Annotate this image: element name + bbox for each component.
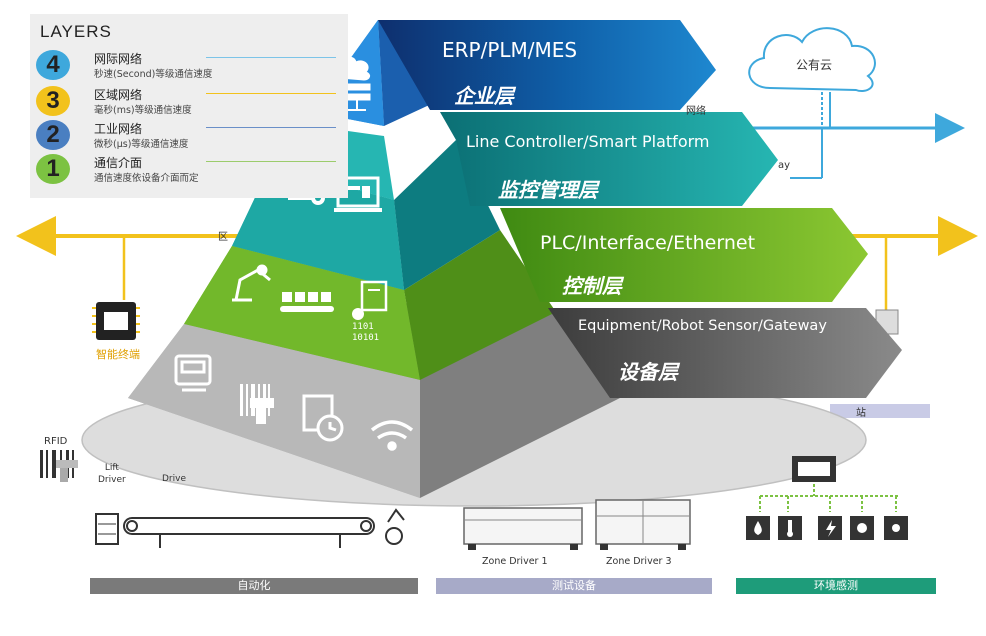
legend-number-badge: 4 xyxy=(36,50,70,80)
lift-driver-label: Lift Driver xyxy=(98,463,126,485)
clock-document-icon xyxy=(302,394,344,442)
rfid-label: RFID xyxy=(44,436,68,447)
conveyor-belt-icon xyxy=(95,508,405,548)
zone-driver-3-icon xyxy=(595,499,691,550)
legend-number-badge: 2 xyxy=(36,120,70,150)
legend-item-line xyxy=(206,127,336,128)
legend-item-name: 通信介面 xyxy=(94,156,143,170)
rfid-scanner-icon xyxy=(40,450,78,482)
legend-item: 3 区域网络毫秒(ms)等级通信速度 xyxy=(36,84,336,120)
binary-text: 1101 10101 xyxy=(352,322,380,343)
layers-legend xyxy=(30,14,348,198)
banner-equipment xyxy=(548,308,902,398)
layer-1-title: Equipment/Robot Sensor/Gateway xyxy=(578,318,827,334)
banner-control xyxy=(500,208,868,302)
legend-item: 1 通信介面通信速度依设备介面而定 xyxy=(36,152,336,188)
legend-title: LAYERS xyxy=(40,22,112,41)
legend-item-name: 区域网络 xyxy=(94,88,143,102)
pyramid-equipment-face xyxy=(128,324,420,498)
binary-document-icon xyxy=(352,280,388,320)
conveyor-icon xyxy=(280,292,334,312)
legend-item-line xyxy=(206,161,336,162)
station-bar xyxy=(830,404,930,418)
banner-enterprise xyxy=(378,20,716,110)
partial-network-label: 网络 xyxy=(686,106,706,117)
environment-sensing-bar: 环境感测 xyxy=(736,578,936,594)
legend-item-desc: 微秒(μs)等级通信速度 xyxy=(94,139,189,150)
legend-item-line xyxy=(206,57,336,58)
smart-terminal-label: 智能终端 xyxy=(96,348,140,361)
partial-region-label: 区 xyxy=(218,232,228,243)
legend-number-badge: 1 xyxy=(36,154,70,184)
layer-3-title: Line Controller/Smart Platform xyxy=(466,132,710,151)
legend-item: 2 工业网络微秒(μs)等级通信速度 xyxy=(36,118,336,154)
legend-item: 4 网际网络秒速(Second)等级通信速度 xyxy=(36,48,336,84)
layer-2-title: PLC/Interface/Ethernet xyxy=(540,232,756,254)
partial-station-label: 站 xyxy=(856,408,866,419)
layer-4-title: ERP/PLM/MES xyxy=(442,38,578,62)
smart-terminal-icon xyxy=(92,302,140,340)
test-equipment-bar: 测试设备 xyxy=(436,578,712,594)
public-cloud-icon xyxy=(748,27,876,92)
banner-monitoring xyxy=(440,112,778,206)
zone-driver-1-icon xyxy=(463,507,583,550)
legend-item-name: 网际网络 xyxy=(94,52,143,66)
wifi-icon xyxy=(370,420,414,451)
legend-item-desc: 毫秒(ms)等级通信速度 xyxy=(94,105,192,116)
layer-4-subtitle: 企业层 xyxy=(454,84,514,108)
barcode-scanner-icon xyxy=(240,384,274,424)
zone-driver-1-label: Zone Driver 1 xyxy=(482,556,548,567)
legend-item-desc: 通信速度依设备介面而定 xyxy=(94,173,199,184)
layer-3-subtitle: 监控管理层 xyxy=(498,178,598,202)
automation-bar: 自动化 xyxy=(90,578,418,594)
partial-gateway-label: ay xyxy=(778,160,791,171)
legend-item-line xyxy=(206,93,336,94)
drive-partial-label: Drive xyxy=(162,474,186,484)
legend-item-name: 工业网络 xyxy=(94,122,143,136)
environment-sensors xyxy=(746,456,908,540)
robot-arm-icon xyxy=(232,264,271,302)
layer-2-subtitle: 控制层 xyxy=(562,274,622,298)
public-cloud-label: 公有云 xyxy=(796,58,833,72)
legend-number-badge: 3 xyxy=(36,86,70,116)
legend-item-desc: 秒速(Second)等级通信速度 xyxy=(94,69,213,80)
layer-1-subtitle: 设备层 xyxy=(618,360,678,384)
zone-driver-3-label: Zone Driver 3 xyxy=(606,556,672,567)
hmi-panel-icon xyxy=(174,354,212,392)
